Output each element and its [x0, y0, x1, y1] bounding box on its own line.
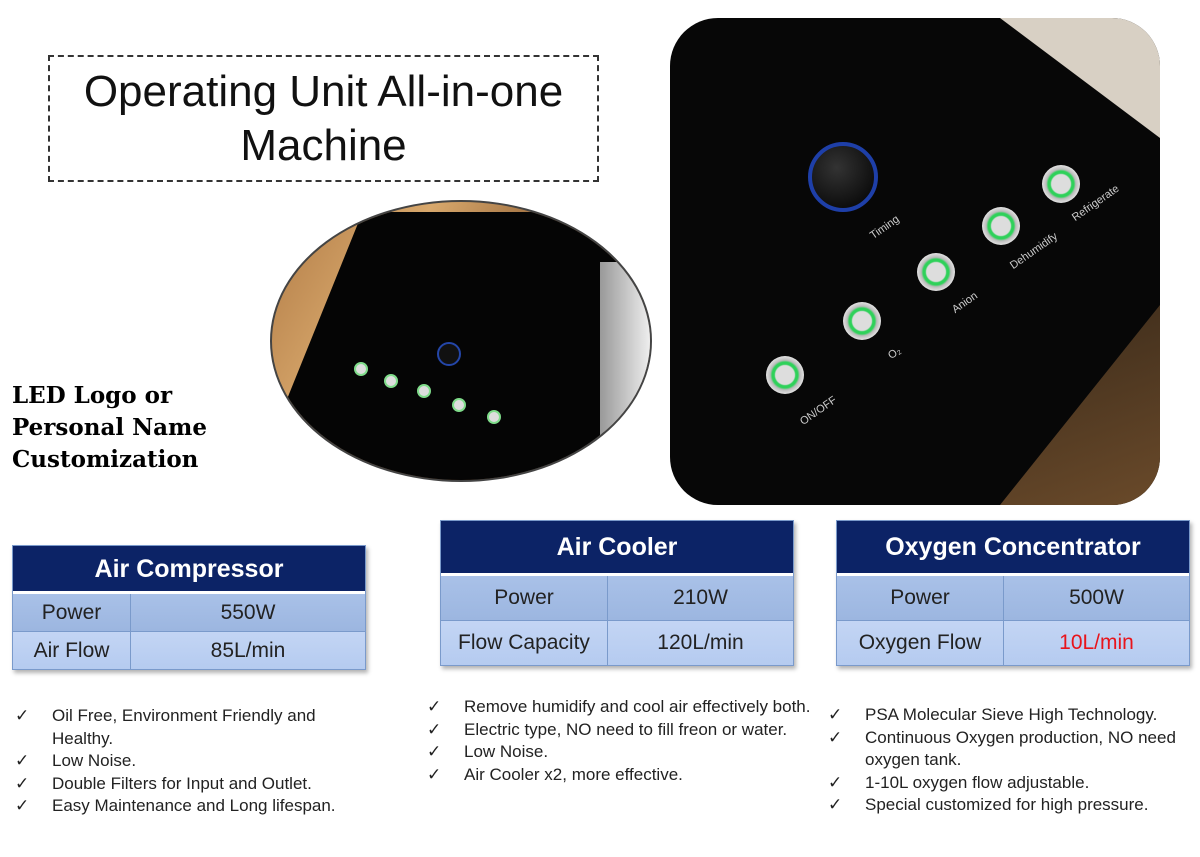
- feature-text: Remove humidify and cool air effectively…: [464, 697, 811, 716]
- table-title: Air Cooler: [441, 521, 793, 576]
- background-wall: [1000, 18, 1160, 138]
- check-icon: ✓: [828, 727, 843, 747]
- row-value: 550W: [220, 600, 276, 624]
- onoff-button-photo: [766, 356, 804, 394]
- check-icon: ✓: [427, 742, 442, 761]
- background-wood: [1000, 305, 1160, 505]
- feature-text: 1-10L oxygen flow adjustable.: [865, 772, 1090, 792]
- feature-text: Easy Maintenance and Long lifespan.: [52, 796, 336, 815]
- check-icon: ✓: [15, 706, 30, 725]
- row-label: Power: [13, 594, 131, 631]
- row-value: 120L/min: [657, 631, 744, 654]
- led-button: [417, 384, 431, 398]
- customization-text: LED Logo or Personal Name Customization: [12, 380, 207, 476]
- table-row: Oxygen Flow 10L/min: [837, 620, 1189, 665]
- dehumidify-button-photo: [982, 207, 1020, 245]
- list-item: ✓ Electric type, NO need to fill freon or…: [427, 719, 817, 742]
- title-line-1: Operating Unit All-in-one: [83, 67, 564, 116]
- feature-text: Low Noise.: [464, 742, 549, 761]
- control-panel-photo: [670, 18, 1160, 505]
- feature-text: Air Cooler x2, more effective.: [464, 764, 683, 784]
- led-button: [487, 410, 501, 424]
- air-compressor-features: ✓ Oil Free, Environment Friendly and Heal…: [15, 705, 375, 818]
- air-cooler-table: Air Cooler Power 210W Flow Capacity 120L/m…: [440, 520, 794, 666]
- led-button: [384, 374, 398, 388]
- list-item: ✓ 1-10L oxygen flow adjustable.: [828, 772, 1198, 795]
- feature-text: Electric type, NO need to fill freon or …: [464, 719, 788, 739]
- table-title: Air Compressor: [13, 546, 365, 594]
- machine-overview-photo: [270, 200, 652, 482]
- list-item: ✓ Easy Maintenance and Long lifespan.: [15, 795, 375, 818]
- feature-text: Double Filters for Input and Outlet.: [52, 773, 312, 793]
- row-value: 500W: [1069, 586, 1124, 609]
- refrigerate-button-photo: [1042, 165, 1080, 203]
- row-value: 210W: [673, 586, 728, 609]
- list-item: ✓ Double Filters for Input and Outlet.: [15, 773, 375, 796]
- list-item: ✓ Low Noise.: [427, 741, 817, 764]
- check-icon: ✓: [427, 719, 442, 739]
- table-row: Power 500W: [837, 576, 1189, 620]
- machine-side: [600, 262, 650, 480]
- feature-text: Low Noise.: [52, 751, 137, 770]
- row-label: Power: [441, 576, 608, 620]
- oxygen-concentrator-features: ✓ PSA Molecular Sieve High Technology. ✓ C…: [828, 704, 1198, 817]
- feature-text: Continuous Oxygen production, NO need ox…: [865, 727, 1176, 770]
- check-icon: ✓: [828, 705, 843, 724]
- air-cooler-features: ✓ Remove humidify and cool air effectivel…: [427, 696, 817, 786]
- page-title: Operating Unit All-in-one Machine: [48, 55, 599, 182]
- list-item: ✓ Air Cooler x2, more effective.: [427, 764, 817, 787]
- table-row: Power 550W: [13, 594, 365, 631]
- feature-text: Special customized for high pressure.: [865, 795, 1149, 814]
- row-value: 85L/min: [210, 638, 286, 662]
- check-icon: ✓: [828, 772, 843, 792]
- check-icon: ✓: [15, 751, 30, 770]
- row-value-highlight: 10L/min: [1059, 631, 1134, 654]
- list-item: ✓ Oil Free, Environment Friendly and Heal…: [15, 705, 375, 750]
- list-item: ✓ Continuous Oxygen production, NO need o…: [828, 727, 1198, 772]
- anion-button-photo: [917, 253, 955, 291]
- customization-line: Customization: [12, 446, 199, 473]
- check-icon: ✓: [828, 795, 843, 814]
- table-row: Air Flow 85L/min: [13, 631, 365, 669]
- list-item: ✓ Low Noise.: [15, 750, 375, 773]
- timing-knob: [808, 142, 878, 212]
- timer-knob: [437, 342, 461, 366]
- title-line-2: Machine: [240, 121, 407, 170]
- list-item: ✓ PSA Molecular Sieve High Technology.: [828, 704, 1198, 727]
- check-icon: ✓: [427, 764, 442, 784]
- list-item: ✓ Special customized for high pressure.: [828, 794, 1198, 817]
- customization-line: Personal Name: [12, 414, 207, 441]
- feature-text: Oil Free, Environment Friendly and Healt…: [52, 706, 316, 748]
- check-icon: ✓: [15, 773, 30, 793]
- list-item: ✓ Remove humidify and cool air effectivel…: [427, 696, 817, 719]
- row-label: Oxygen Flow: [837, 621, 1004, 665]
- led-button: [452, 398, 466, 412]
- feature-text: PSA Molecular Sieve High Technology.: [865, 705, 1158, 724]
- oxygen-concentrator-table: Oxygen Concentrator Power 500W Oxygen Flo…: [836, 520, 1190, 666]
- air-compressor-table: Air Compressor Power 550W Air Flow 85L/min: [12, 545, 366, 670]
- table-row: Power 210W: [441, 576, 793, 620]
- led-button: [354, 362, 368, 376]
- table-title: Oxygen Concentrator: [837, 521, 1189, 576]
- control-panel: [272, 212, 650, 480]
- row-label: Flow Capacity: [441, 621, 608, 665]
- check-icon: ✓: [427, 697, 442, 716]
- row-label: Power: [837, 576, 1004, 620]
- table-row: Flow Capacity 120L/min: [441, 620, 793, 665]
- row-label: Air Flow: [13, 632, 131, 669]
- o2-button-photo: [843, 302, 881, 340]
- customization-line: LED Logo or: [12, 382, 173, 409]
- check-icon: ✓: [15, 796, 30, 815]
